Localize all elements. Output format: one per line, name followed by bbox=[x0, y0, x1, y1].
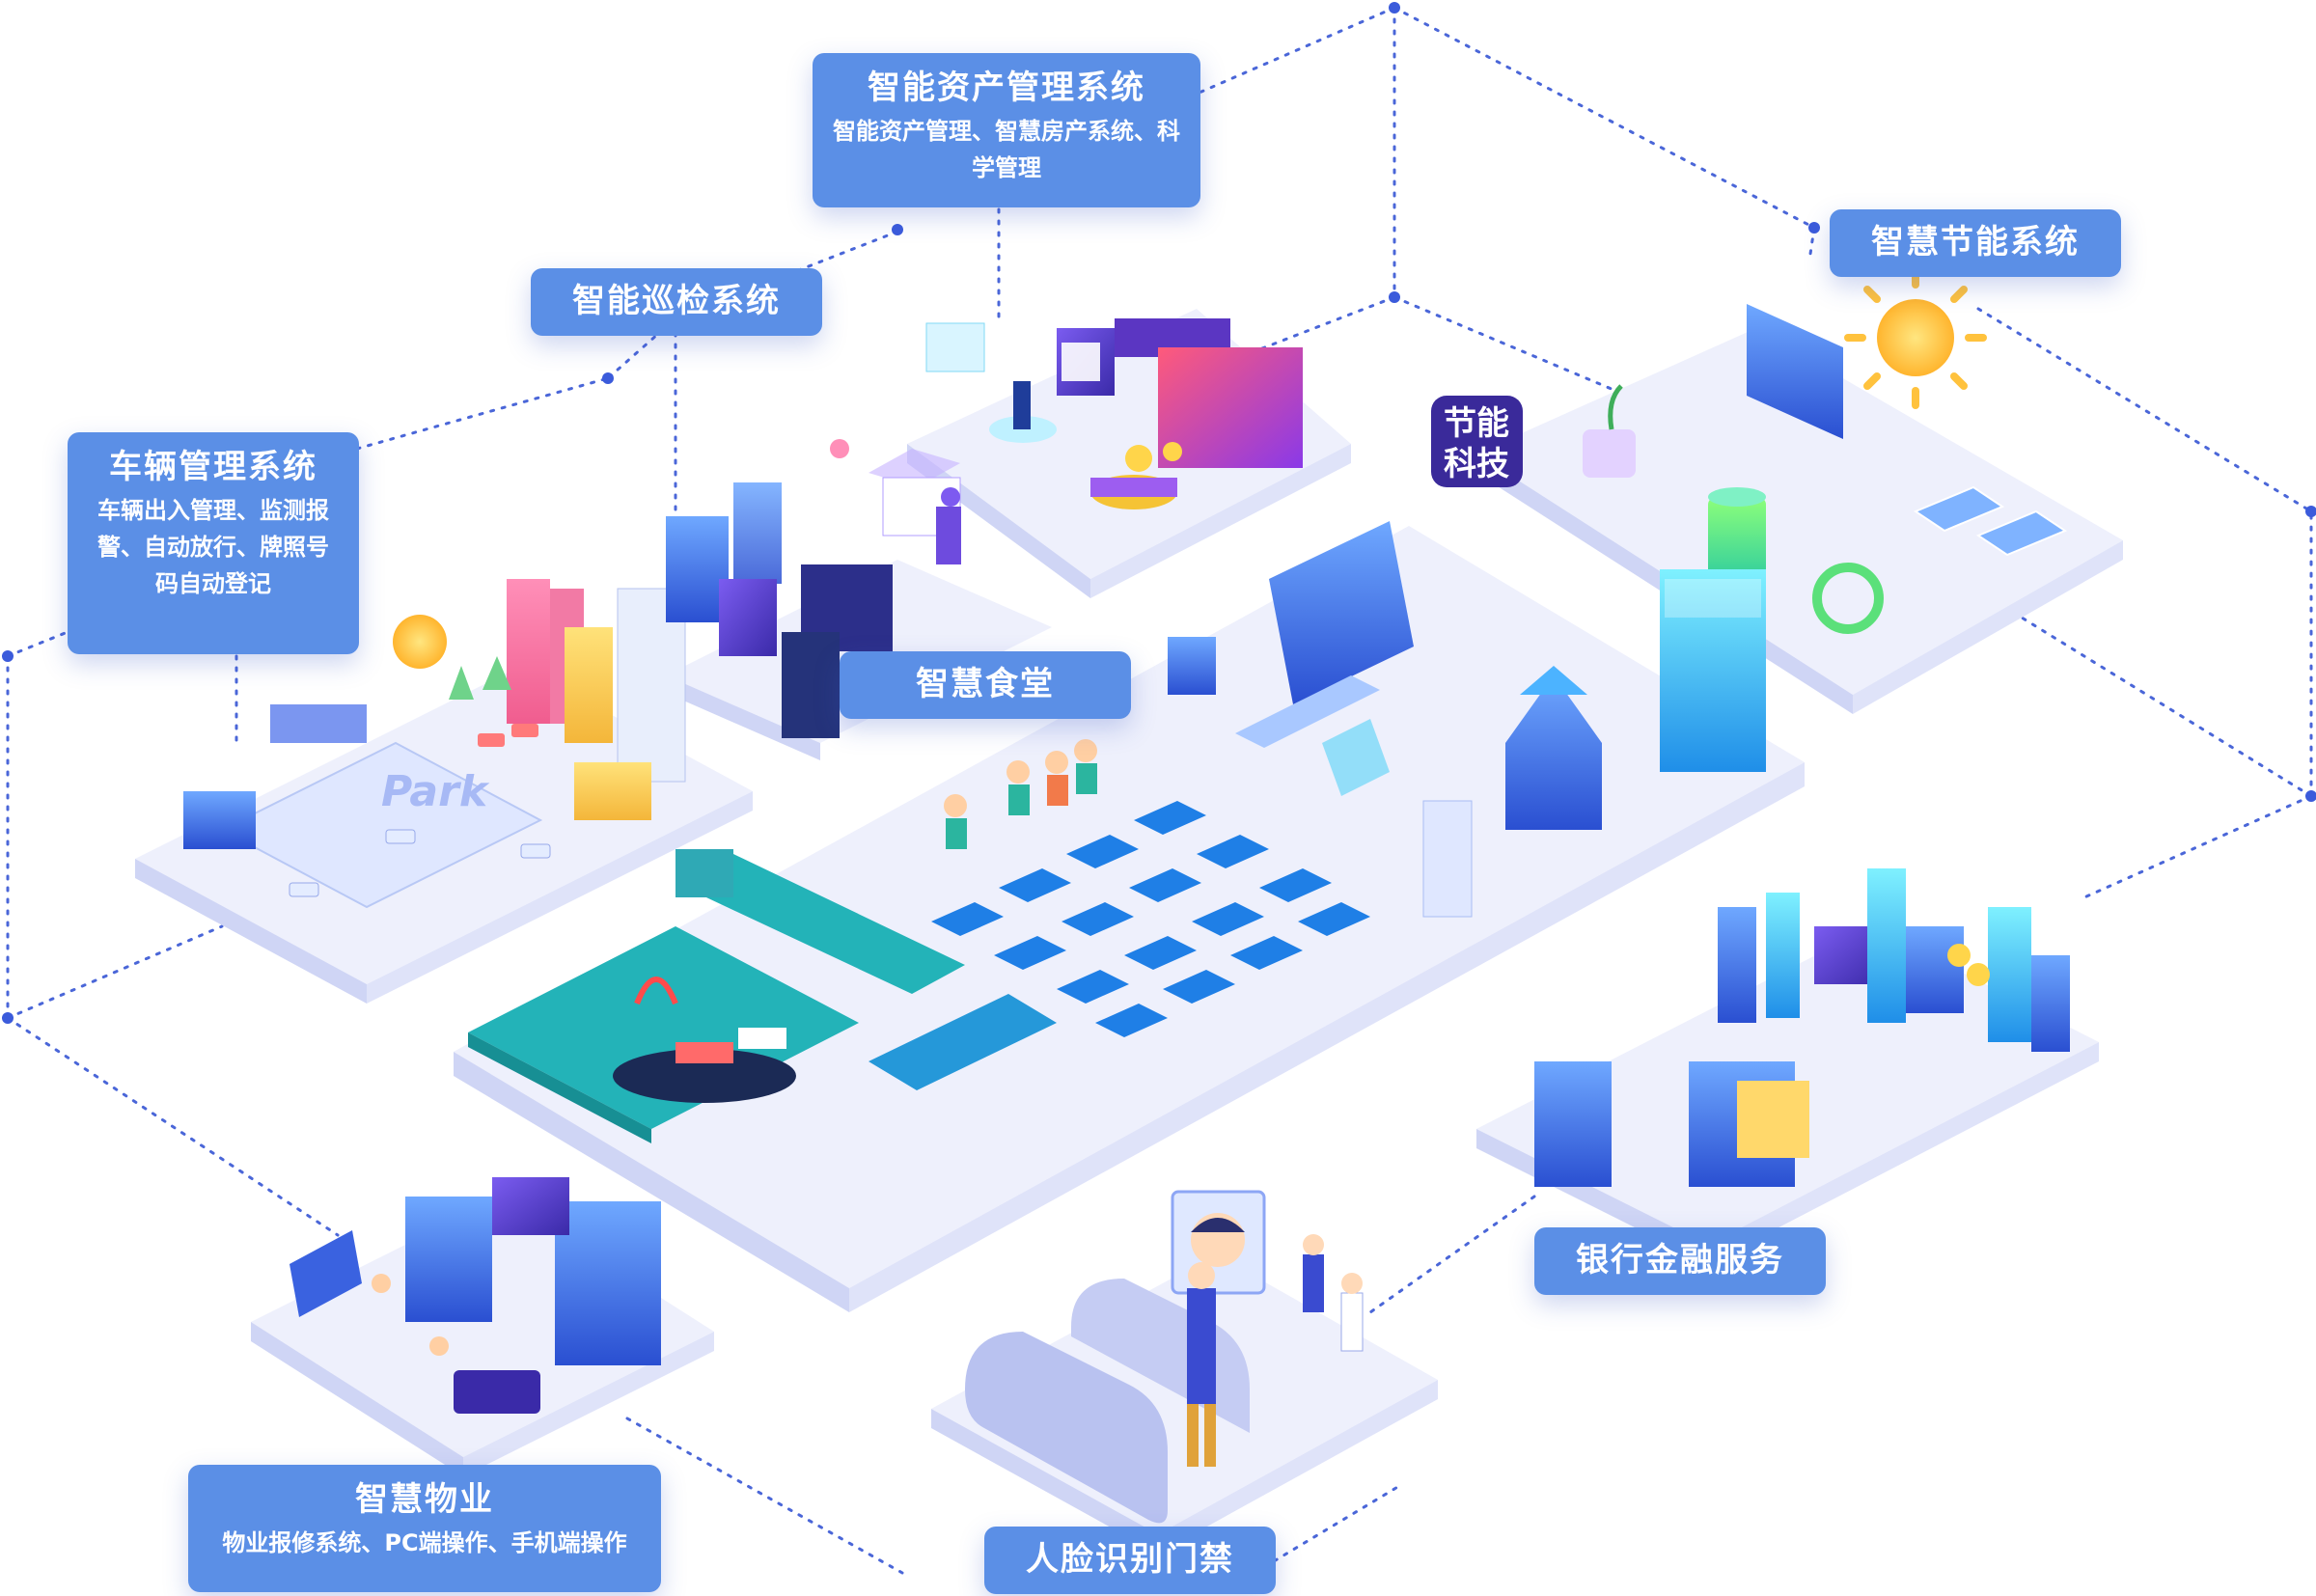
crane-icon bbox=[634, 977, 678, 1005]
vehicle-title: 车辆管理系统 bbox=[109, 448, 317, 486]
asset-title: 智能资产管理系统 bbox=[868, 69, 1145, 107]
solar-panel-icon bbox=[1913, 485, 2068, 557]
bank-title: 银行金融服务 bbox=[1576, 1241, 1784, 1280]
person bbox=[1187, 1288, 1216, 1404]
inspection-label[interactable]: 智能巡检系统 bbox=[531, 268, 822, 336]
property-scene bbox=[290, 1177, 661, 1414]
ship-icon bbox=[613, 1049, 796, 1103]
monitor-icon bbox=[290, 1230, 362, 1317]
staff-figures bbox=[944, 739, 1097, 849]
face-label[interactable]: 人脸识别门禁 bbox=[984, 1527, 1276, 1594]
park-gate-sign bbox=[270, 704, 367, 743]
face-title: 人脸识别门禁 bbox=[1026, 1540, 1234, 1579]
energy-title: 智慧节能系统 bbox=[1871, 223, 2080, 261]
energy-badge bbox=[1431, 396, 1523, 487]
vehicle-desc: 车辆出入管理、监测报警、自动放行、牌照号码自动登记 bbox=[97, 497, 329, 597]
inspection-scene bbox=[666, 439, 961, 738]
sun-icon bbox=[1877, 299, 1954, 376]
vehicle-label[interactable]: 车辆管理系统 车辆出入管理、监测报警、自动放行、牌照号码自动登记 bbox=[68, 432, 359, 654]
network-nodes bbox=[2, 2, 2316, 1024]
svg-text:科技: 科技 bbox=[1444, 445, 1509, 483]
asset-desc: 智能资产管理、智慧房产系统、科学管理 bbox=[833, 118, 1180, 181]
bank-scene bbox=[1534, 868, 2070, 1187]
sun-icon bbox=[393, 615, 447, 669]
canteen-label[interactable]: 智慧食堂 bbox=[840, 651, 1131, 719]
park-floor-text: Park bbox=[381, 767, 490, 816]
face-scene bbox=[965, 1190, 1364, 1524]
inspection-title: 智能巡检系统 bbox=[572, 282, 781, 320]
energy-label[interactable]: 智慧节能系统 bbox=[1830, 209, 2121, 277]
vehicle-scene: Park bbox=[183, 579, 686, 909]
bank-label[interactable]: 银行金融服务 bbox=[1534, 1227, 1826, 1295]
central-scene bbox=[468, 521, 1766, 1143]
svg-text:节能: 节能 bbox=[1444, 404, 1509, 443]
network-lines bbox=[6, 6, 2313, 1575]
canteen-tables bbox=[931, 801, 1370, 1037]
monitor-icon bbox=[1747, 304, 1843, 439]
property-label[interactable]: 智慧物业 物业报修系统、PC端操作、手机端操作 bbox=[188, 1465, 661, 1592]
property-desc: 物业报修系统、PC端操作、手机端操作 bbox=[222, 1529, 627, 1556]
property-title: 智慧物业 bbox=[355, 1480, 494, 1519]
monitor-icon bbox=[1269, 521, 1414, 704]
asset-label[interactable]: 智能资产管理系统 智能资产管理、智慧房产系统、科学管理 bbox=[813, 53, 1200, 207]
canteen-title: 智慧食堂 bbox=[916, 665, 1055, 703]
asset-scene bbox=[925, 318, 1303, 509]
